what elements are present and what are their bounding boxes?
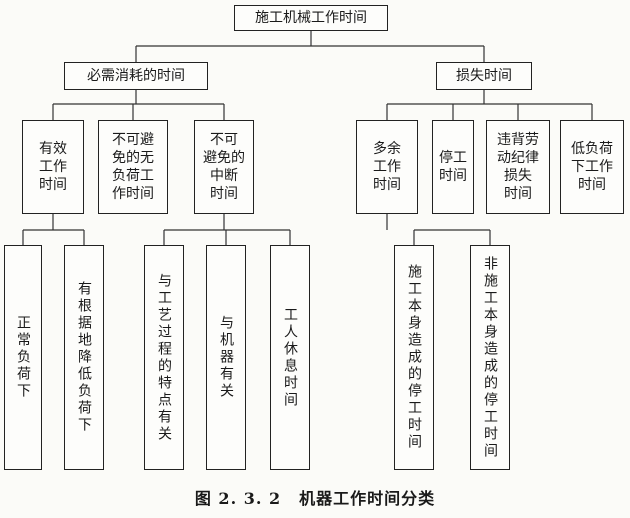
figure-caption: 图 2. 3. 2 机器工作时间分类 — [0, 485, 630, 509]
branch-label: 损失时间 — [456, 68, 512, 84]
root-label: 施工机械工作时间 — [255, 10, 367, 26]
leaf-non-construction-caused-stoppage: 非施工本身造成的停工时间 — [470, 245, 510, 470]
leaf-construction-caused-stoppage: 施工本身造成的停工时间 — [394, 245, 434, 470]
node-excess-work-time: 多余 工作 时间 — [356, 120, 418, 214]
node-labor-discipline-loss-time: 违背劳 动纪律 损失 时间 — [486, 120, 550, 214]
figure-number: 图 2. 3. 2 — [194, 489, 282, 508]
branch-label: 必需消耗的时间 — [87, 68, 185, 84]
branch-necessary-time: 必需消耗的时间 — [64, 62, 208, 90]
root-node: 施工机械工作时间 — [234, 5, 388, 31]
leaf-worker-rest: 工人休息时间 — [270, 245, 310, 470]
node-stoppage-time: 停工 时间 — [432, 120, 474, 214]
node-low-load-work-time: 低负荷 下工作 时间 — [560, 120, 624, 214]
node-unavoidable-idle-work-time: 不可避 免的无 负荷工 作时间 — [98, 120, 168, 214]
node-unavoidable-interruption-time: 不可 避免的 中断 时间 — [194, 120, 254, 214]
leaf-normal-load: 正常负荷下 — [4, 245, 42, 470]
branch-loss-time: 损失时间 — [436, 62, 532, 90]
figure-title: 机器工作时间分类 — [299, 489, 436, 508]
leaf-reduced-load: 有根据地降低负荷下 — [64, 245, 104, 470]
leaf-process-related: 与工艺过程的特点有关 — [144, 245, 184, 470]
node-effective-work-time: 有效 工作 时间 — [22, 120, 84, 214]
leaf-machine-related: 与机器有关 — [206, 245, 246, 470]
